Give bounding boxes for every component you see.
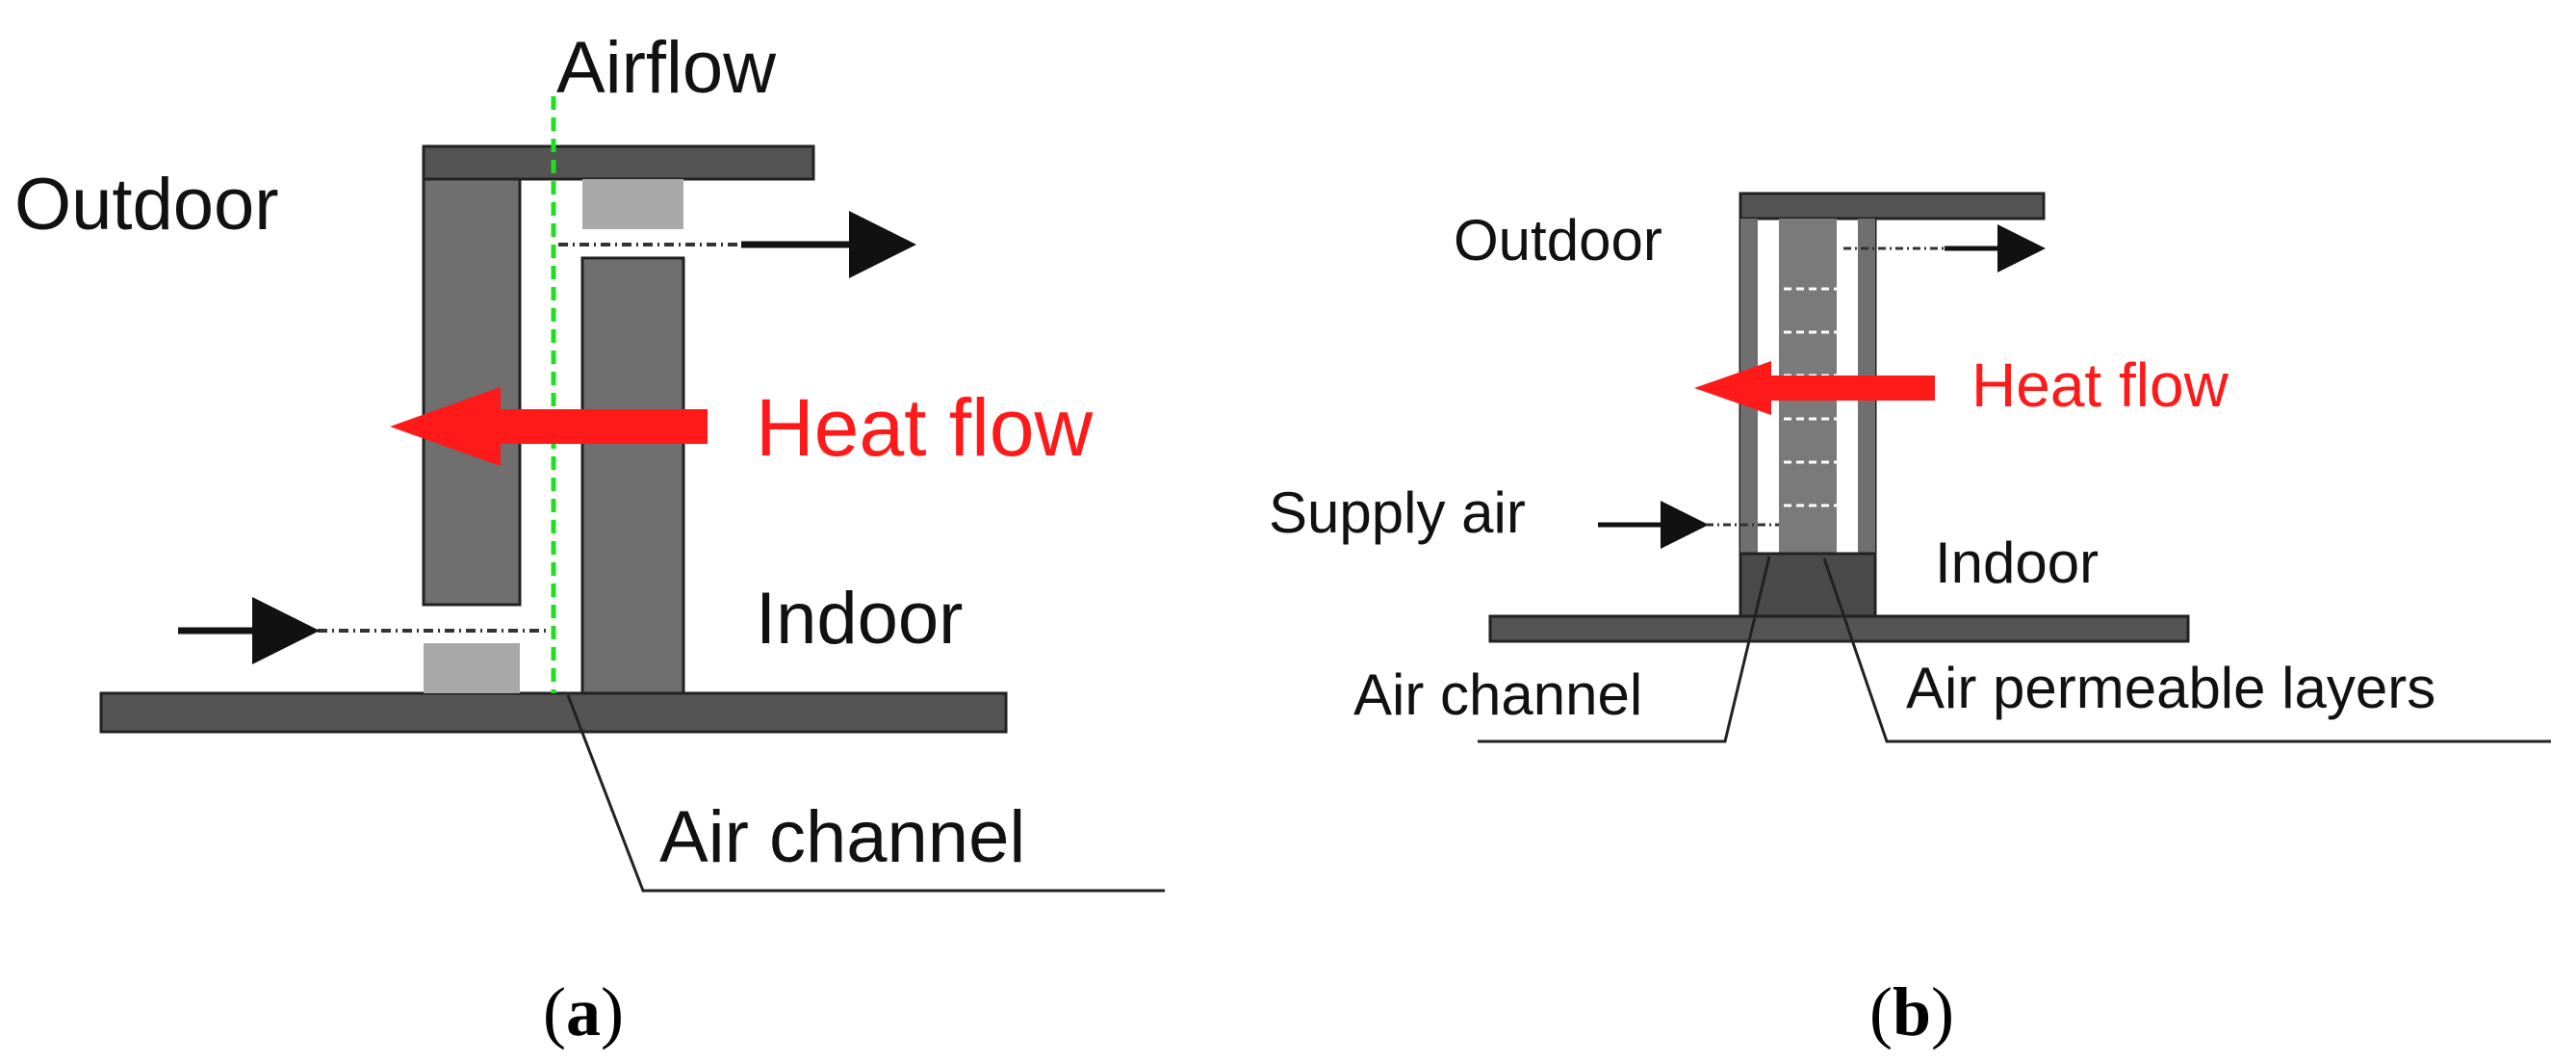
svg-text:(b): (b)	[1869, 973, 1954, 1050]
panel-b-heat-flow-label: Heat flow	[1971, 350, 2229, 420]
panel-a-roof-slab	[422, 144, 815, 181]
panel-b-air-channel-label: Air channel	[1353, 662, 1642, 727]
panel-a-outer-wall	[422, 177, 522, 607]
panel-b-air-channel-leader	[1478, 556, 1771, 743]
panel-a-air-channel-leader	[566, 694, 1165, 893]
panel-a-inner-wall-spacer	[582, 179, 683, 229]
caption-a-letter: a	[566, 973, 601, 1050]
panel-a-heat-arrow	[390, 387, 708, 466]
caption-a: (a)	[543, 973, 624, 1050]
svg-text:(a): (a)	[543, 973, 624, 1050]
panel-b-heat-arrow	[1694, 361, 1935, 415]
panel-b-indoor-label: Indoor	[1935, 531, 2099, 595]
panel-a-outdoor-label: Outdoor	[14, 164, 279, 246]
panel-a-air-channel-label: Air channel	[659, 796, 1025, 878]
panel-b-floor-slab	[1488, 614, 2190, 643]
panel-b-base-block	[1739, 552, 1877, 618]
panel-a-floor-slab	[99, 691, 1008, 734]
panel-a-airflow-label: Airflow	[556, 27, 777, 109]
panel-a-outer-wall-spacer	[424, 643, 520, 693]
panel-b-permeable-leader	[1822, 557, 2551, 743]
panel-b: Outdoor Heat flow Supply air Indoor Air …	[1269, 192, 2551, 743]
caption-b-letter: b	[1893, 973, 1931, 1050]
panel-a-indoor-label: Indoor	[756, 578, 964, 660]
panel-a: Airflow Outdoor Heat flow Indoor Air cha…	[14, 27, 1165, 893]
panel-a-inner-wall	[580, 256, 685, 695]
panel-b-air-permeable-label: Air permeable layers	[1906, 656, 2435, 720]
panel-b-supply-air-label: Supply air	[1269, 480, 1526, 545]
panel-b-outdoor-label: Outdoor	[1454, 208, 1662, 272]
panel-a-heat-flow-label: Heat flow	[756, 382, 1093, 473]
caption-b: (b)	[1869, 973, 1954, 1050]
panel-b-roof-slab	[1739, 192, 2046, 220]
